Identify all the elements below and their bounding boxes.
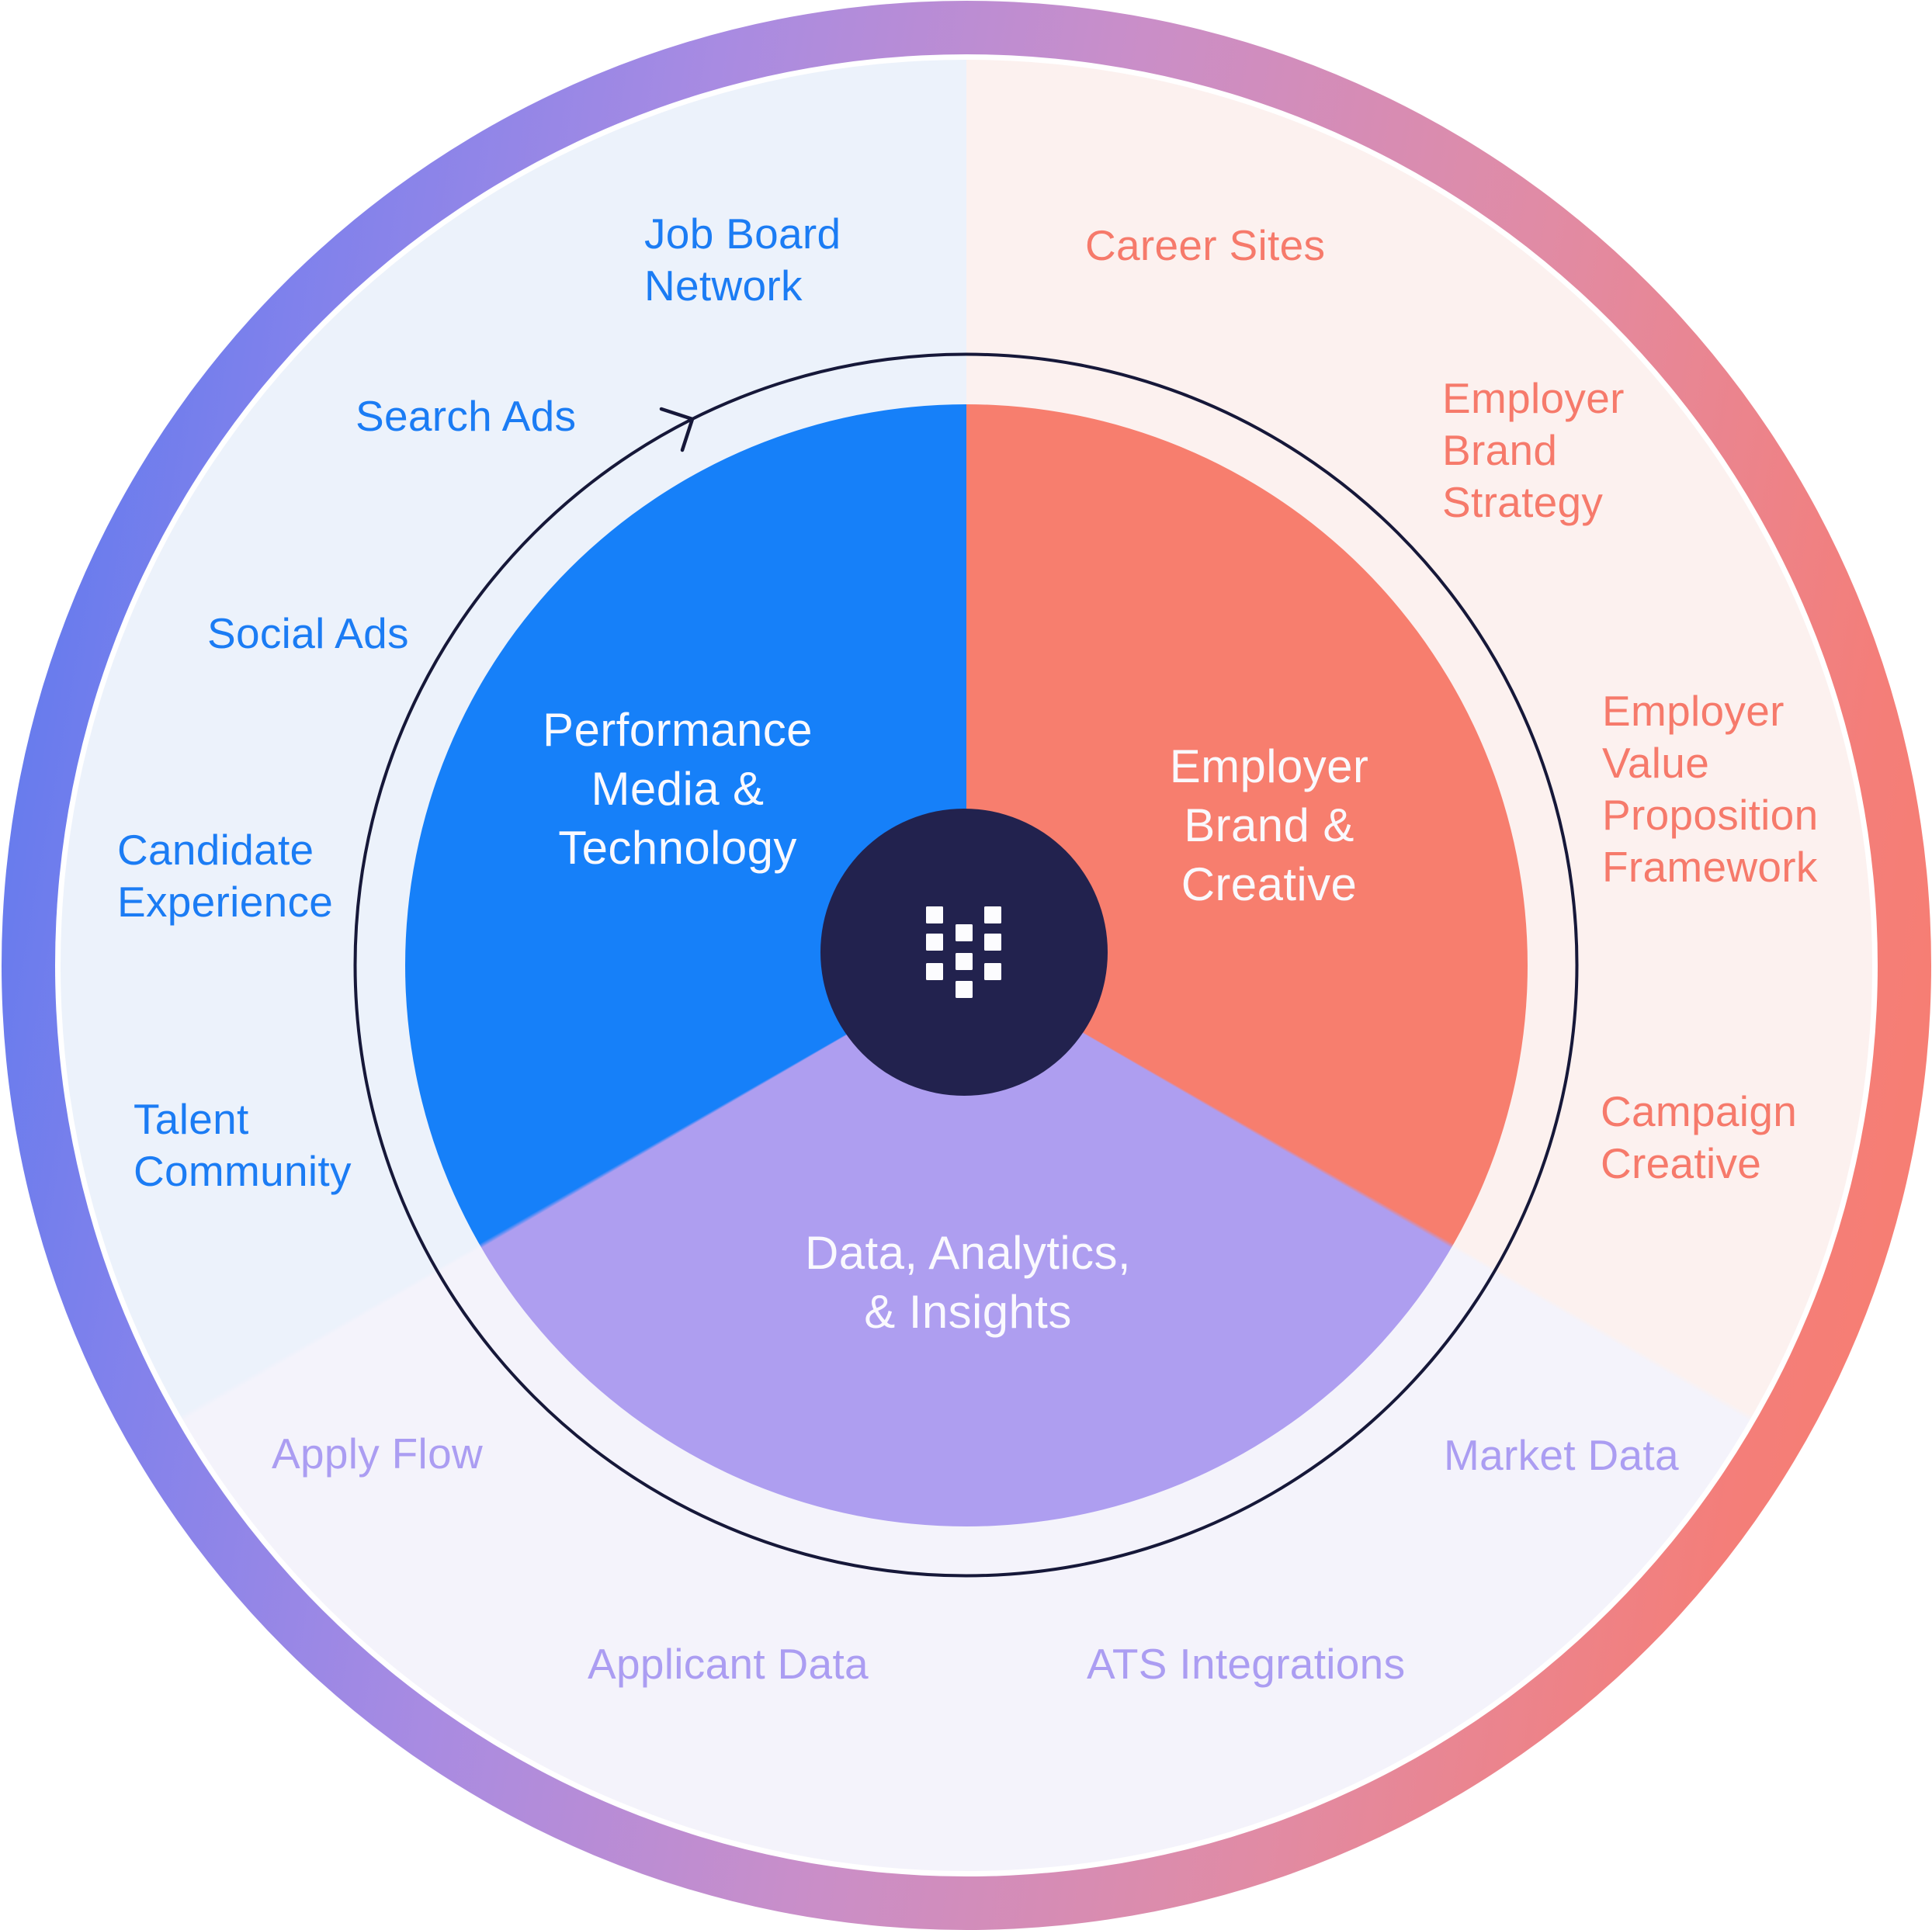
logo-dot bbox=[984, 934, 1001, 951]
logo-dot bbox=[956, 981, 973, 998]
outer-item-market-data: Market Data bbox=[1444, 1431, 1679, 1479]
outer-item-social-ads: Social Ads bbox=[207, 609, 409, 657]
outer-item-job-board-network: Job Board Network bbox=[644, 210, 841, 310]
orbit-circle bbox=[353, 352, 1579, 1578]
outer-item-candidate-experience: Candidate Experience bbox=[117, 826, 334, 926]
logo-dot bbox=[984, 963, 1001, 980]
outer-item-apply-flow: Apply Flow bbox=[272, 1429, 483, 1478]
outer-item-ats-integrations: ATS Integrations bbox=[1087, 1640, 1406, 1688]
outer-item-career-sites: Career Sites bbox=[1085, 221, 1326, 269]
outer-item-applicant-data: Applicant Data bbox=[588, 1640, 869, 1688]
segment-label-employer-brand-creative: Employer Brand & Creative bbox=[1169, 740, 1369, 910]
outer-item-search-ads: Search Ads bbox=[356, 392, 577, 440]
outer-item-talent-community: Talent Community bbox=[134, 1095, 352, 1195]
logo-dot bbox=[926, 963, 943, 980]
center-logo-circle bbox=[820, 809, 1108, 1096]
outer-item-employer-value-proposition-framework: Employer Value Proposition Framework bbox=[1602, 687, 1819, 891]
logo-dot bbox=[956, 953, 973, 970]
outer-item-employer-brand-strategy: Employer Brand Strategy bbox=[1442, 374, 1625, 526]
outer-item-campaign-creative: Campaign Creative bbox=[1601, 1087, 1798, 1187]
dotted-v-logo-icon bbox=[926, 906, 1001, 998]
logo-dot bbox=[926, 906, 943, 923]
segment-label-performance-media-technology: Performance Media & Technology bbox=[543, 704, 813, 874]
logo-dot bbox=[926, 934, 943, 951]
clockwise-arrow-icon bbox=[659, 407, 695, 452]
segment-label-data-analytics-insights: Data, Analytics, & Insights bbox=[805, 1227, 1131, 1338]
logo-dot bbox=[956, 924, 973, 941]
logo-dot bbox=[984, 906, 1001, 923]
